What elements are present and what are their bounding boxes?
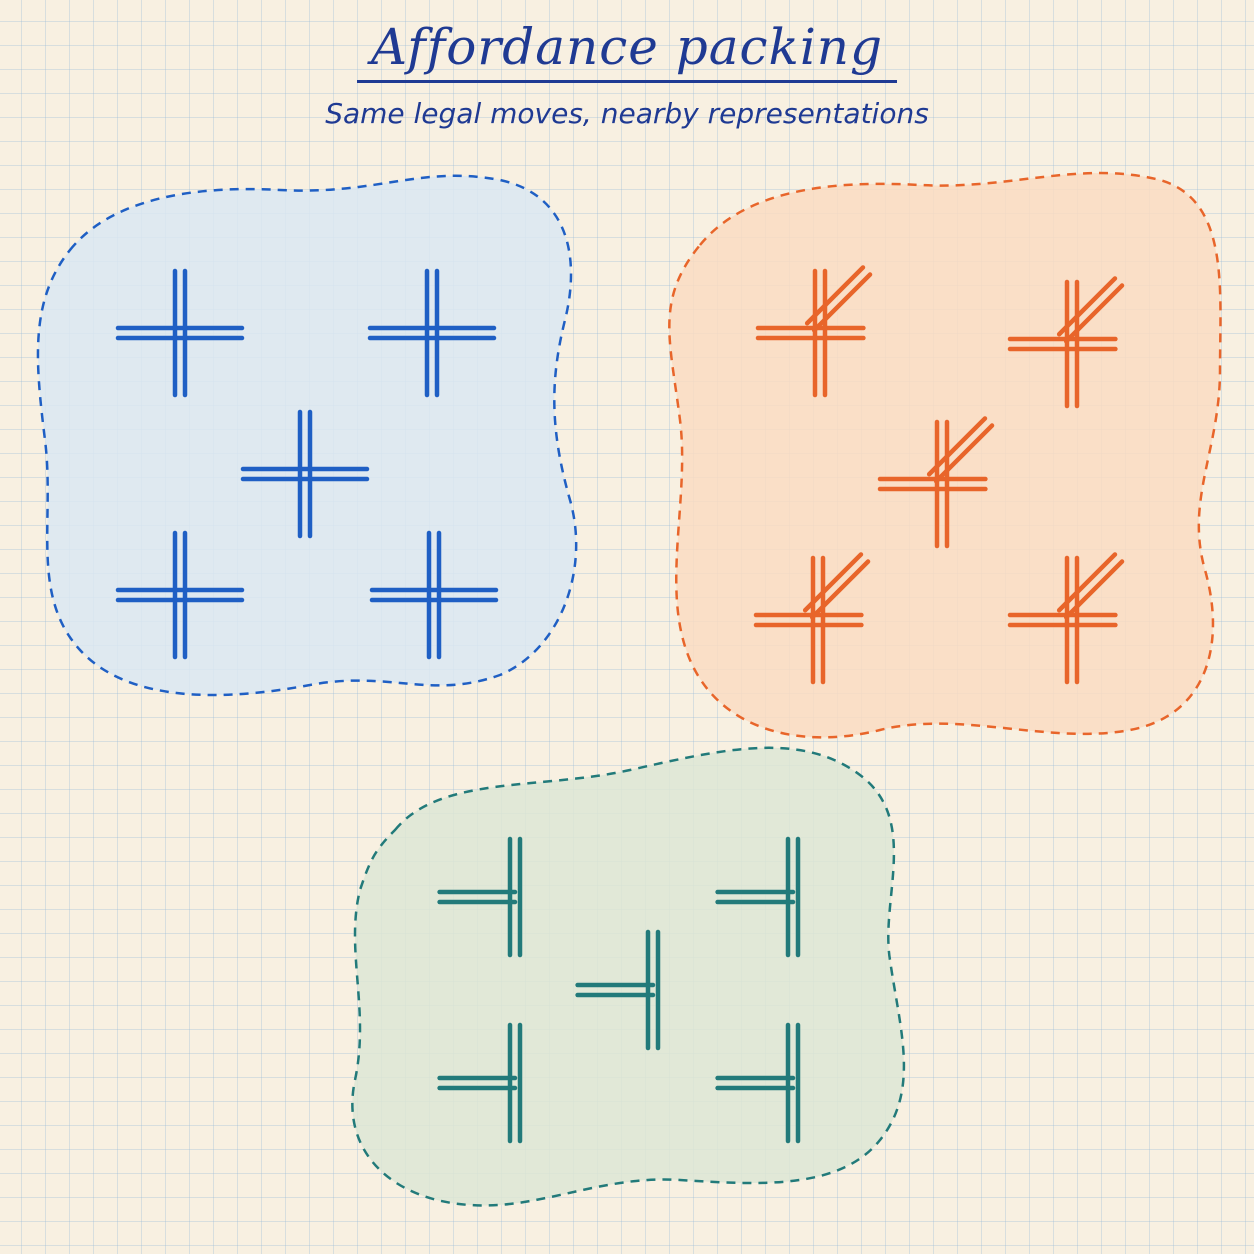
- blue-cross-4: [115, 530, 245, 660]
- teal-t-junction-1: [437, 836, 523, 958]
- orange-diagonal-cross-2: [1007, 276, 1125, 409]
- teal-t-junction-4: [437, 1022, 523, 1144]
- blue-cross-3: [240, 409, 370, 539]
- blue-cross-5: [369, 530, 499, 660]
- diagram-title: Affordance packing: [356, 18, 898, 83]
- blue-cross-1: [115, 268, 245, 398]
- orange-diagonal-cross-1: [755, 265, 873, 398]
- blue-cluster-outline: [36, 174, 578, 697]
- cluster-glyphs: [115, 265, 1125, 1144]
- orange-diagonal-cross-4: [753, 552, 871, 685]
- blue-cross-2: [367, 268, 497, 398]
- orange-diagonal-cross-3: [877, 416, 995, 549]
- diagram-header: Affordance packing Same legal moves, nea…: [0, 18, 1254, 130]
- teal-t-junction-3: [575, 929, 661, 1051]
- diagram-subtitle: Same legal moves, nearby representations: [325, 97, 929, 130]
- orange-diagonal-cross-5: [1007, 552, 1125, 685]
- teal-t-junction-2: [715, 836, 801, 958]
- teal-t-junction-5: [715, 1022, 801, 1144]
- teal-cluster-outline: [351, 746, 906, 1207]
